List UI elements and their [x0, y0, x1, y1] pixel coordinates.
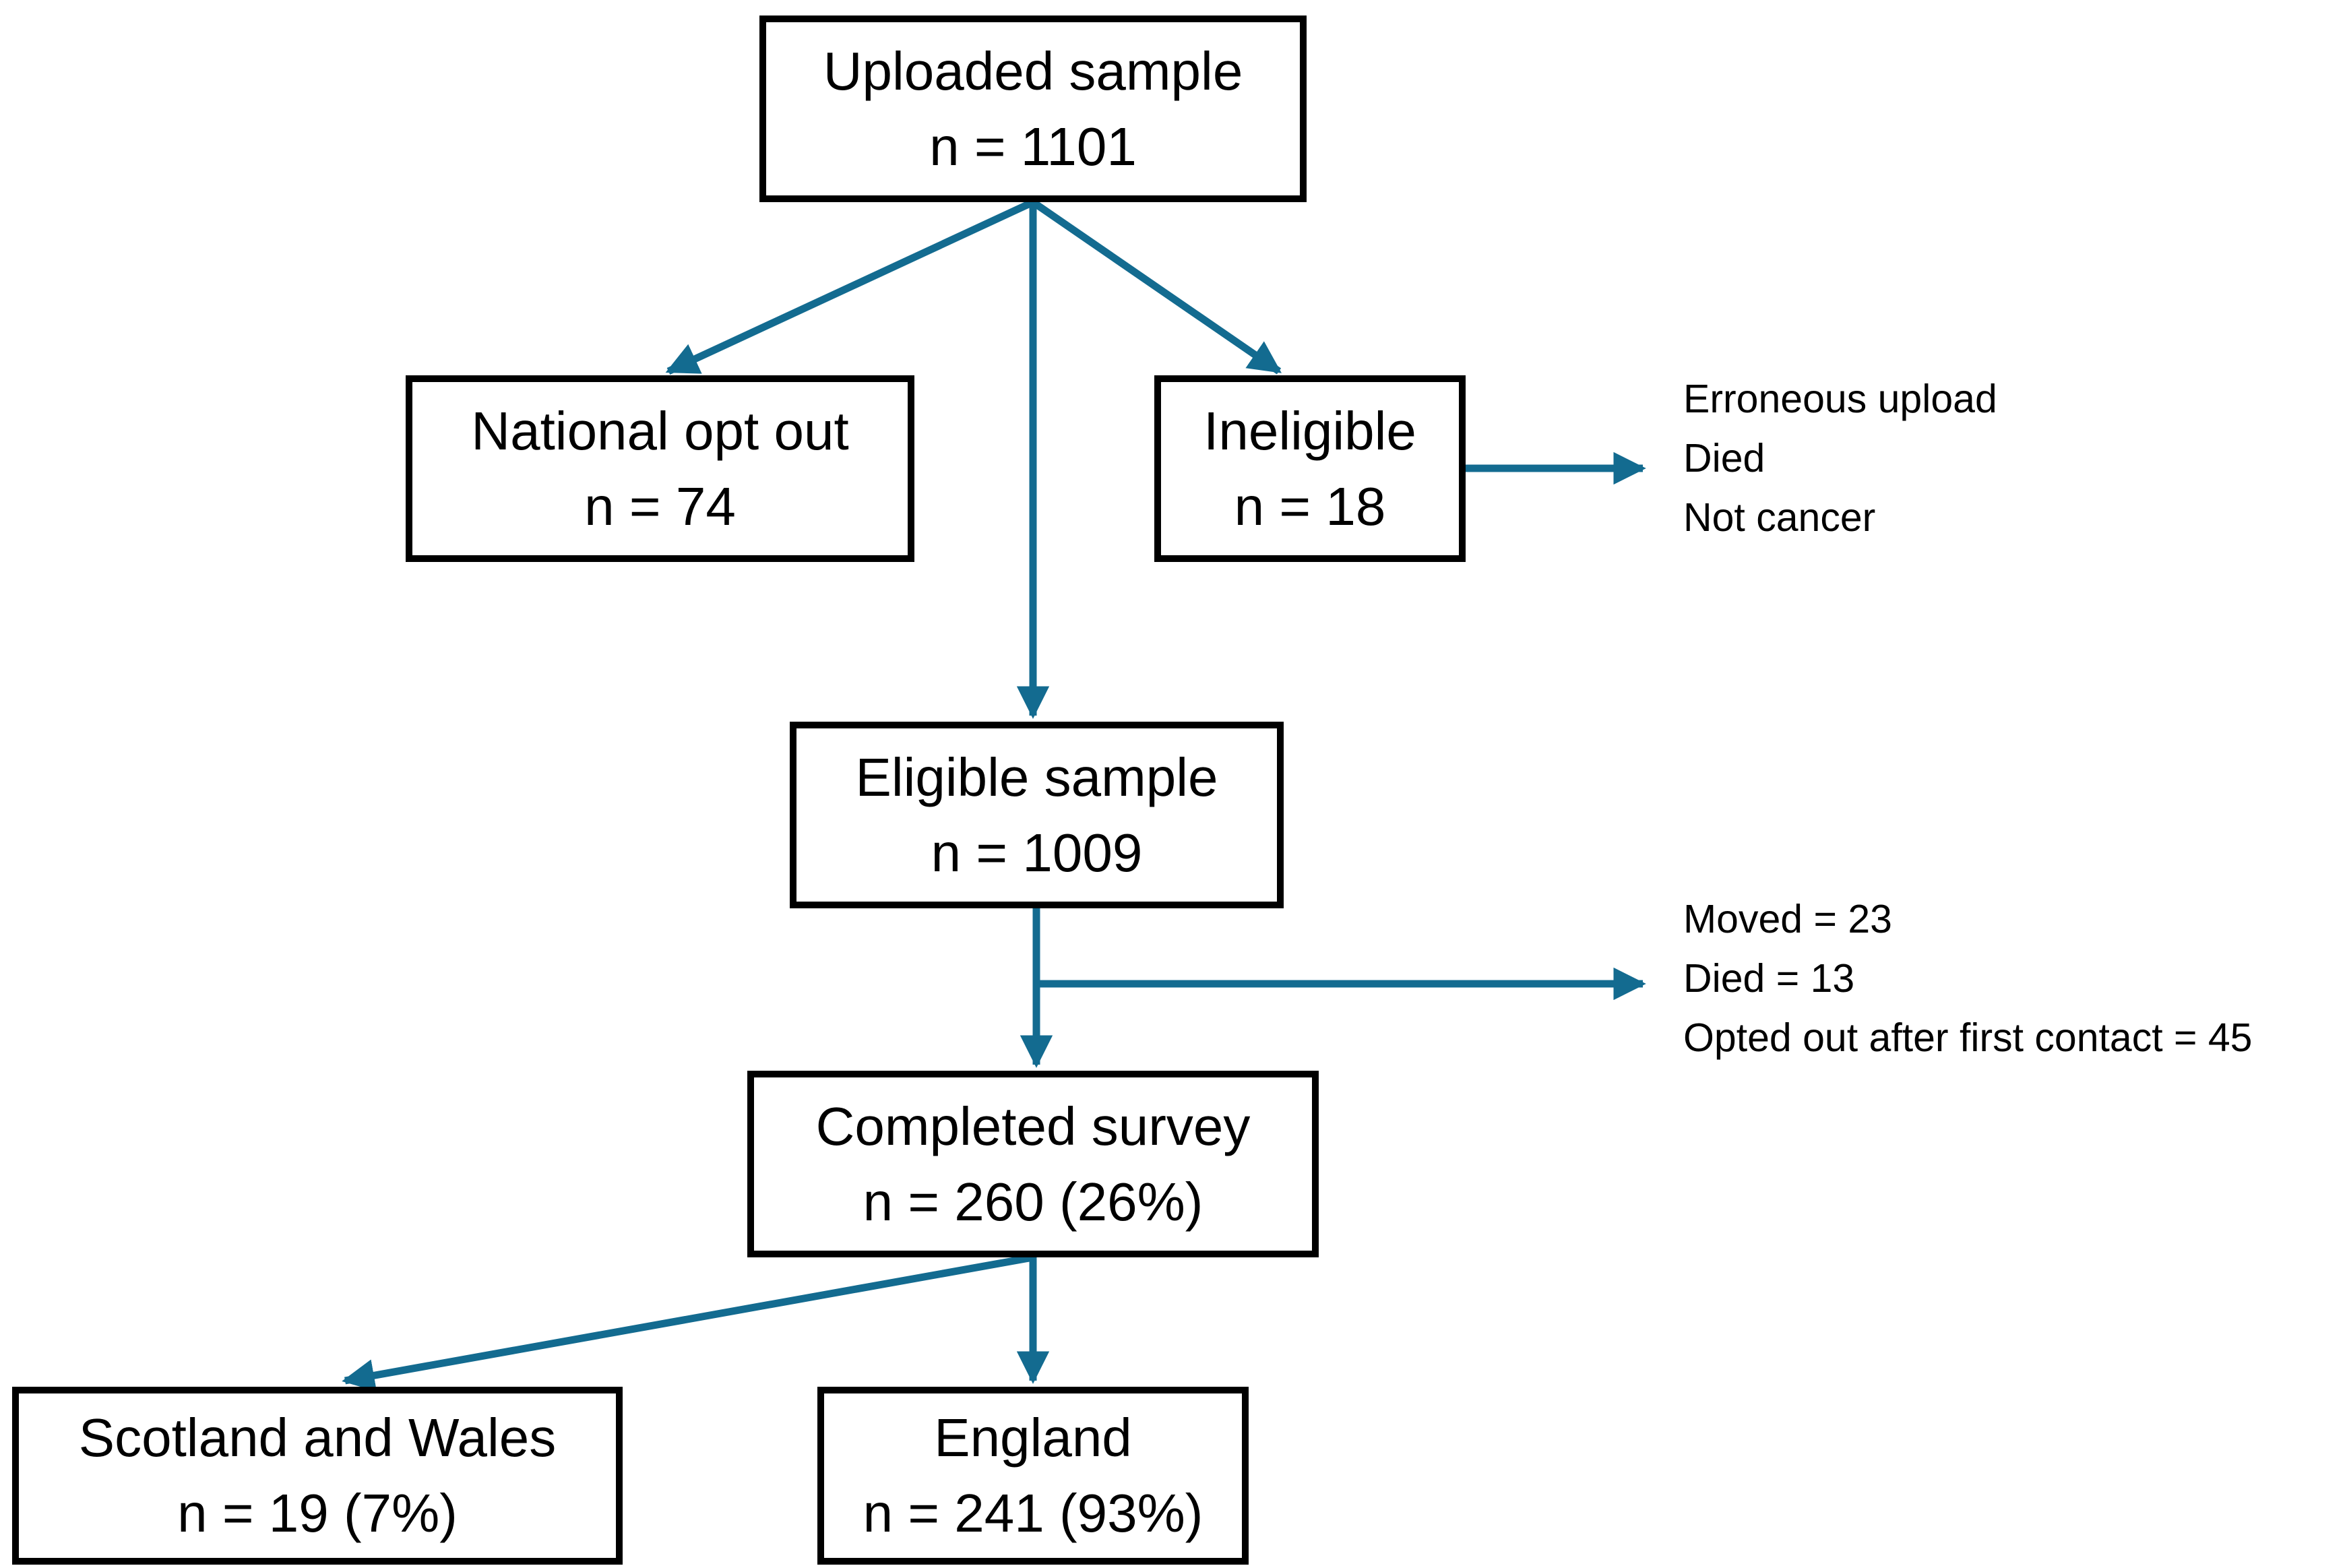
arrow-uploaded-to-ineligible [1030, 199, 1282, 375]
node-value: n = 74 [584, 476, 736, 536]
annotation-line: Died = 13 [1683, 956, 1855, 1001]
node-value: n = 260 (26%) [863, 1171, 1203, 1232]
annotation-line: Not cancer [1683, 495, 1876, 540]
node-label: Completed survey [815, 1096, 1251, 1156]
node-value: n = 18 [1234, 476, 1386, 536]
node-label: Uploaded sample [823, 40, 1243, 101]
annotation-line: Opted out after first contact = 45 [1683, 1015, 2253, 1060]
node-value: n = 1101 [929, 116, 1137, 177]
node-value: n = 241 (93%) [863, 1483, 1203, 1543]
annotation-attrition-reasons: Moved = 23 Died = 13 Opted out after fir… [1683, 889, 2253, 1067]
annotation-line: Erroneous upload [1683, 377, 1997, 421]
annotation-ineligible-reasons: Erroneous upload Died Not cancer [1683, 369, 1997, 547]
node-label: Scotland and Wales [78, 1408, 557, 1468]
annotation-line: Died [1683, 436, 1765, 480]
arrow-uploaded-to-national-opt-out [665, 199, 1035, 375]
node-england: England n = 241 (93%) [817, 1387, 1249, 1565]
node-ineligible: Ineligible n = 18 [1154, 375, 1466, 562]
node-value: n = 19 (7%) [177, 1483, 458, 1543]
node-eligible-sample: Eligible sample n = 1009 [790, 722, 1284, 908]
node-scotland-and-wales: Scotland and Wales n = 19 (7%) [12, 1387, 623, 1565]
node-uploaded-sample: Uploaded sample n = 1101 [759, 15, 1307, 202]
node-label: England [934, 1408, 1132, 1468]
node-label: Ineligible [1203, 400, 1416, 461]
annotation-line: Moved = 23 [1683, 897, 1892, 941]
node-national-opt-out: National opt out n = 74 [406, 375, 914, 562]
arrow-completed-to-scotland-wales [342, 1253, 1034, 1392]
node-label: National opt out [471, 400, 849, 461]
node-completed-survey: Completed survey n = 260 (26%) [747, 1071, 1319, 1257]
node-value: n = 1009 [931, 822, 1143, 883]
node-label: Eligible sample [855, 747, 1218, 807]
